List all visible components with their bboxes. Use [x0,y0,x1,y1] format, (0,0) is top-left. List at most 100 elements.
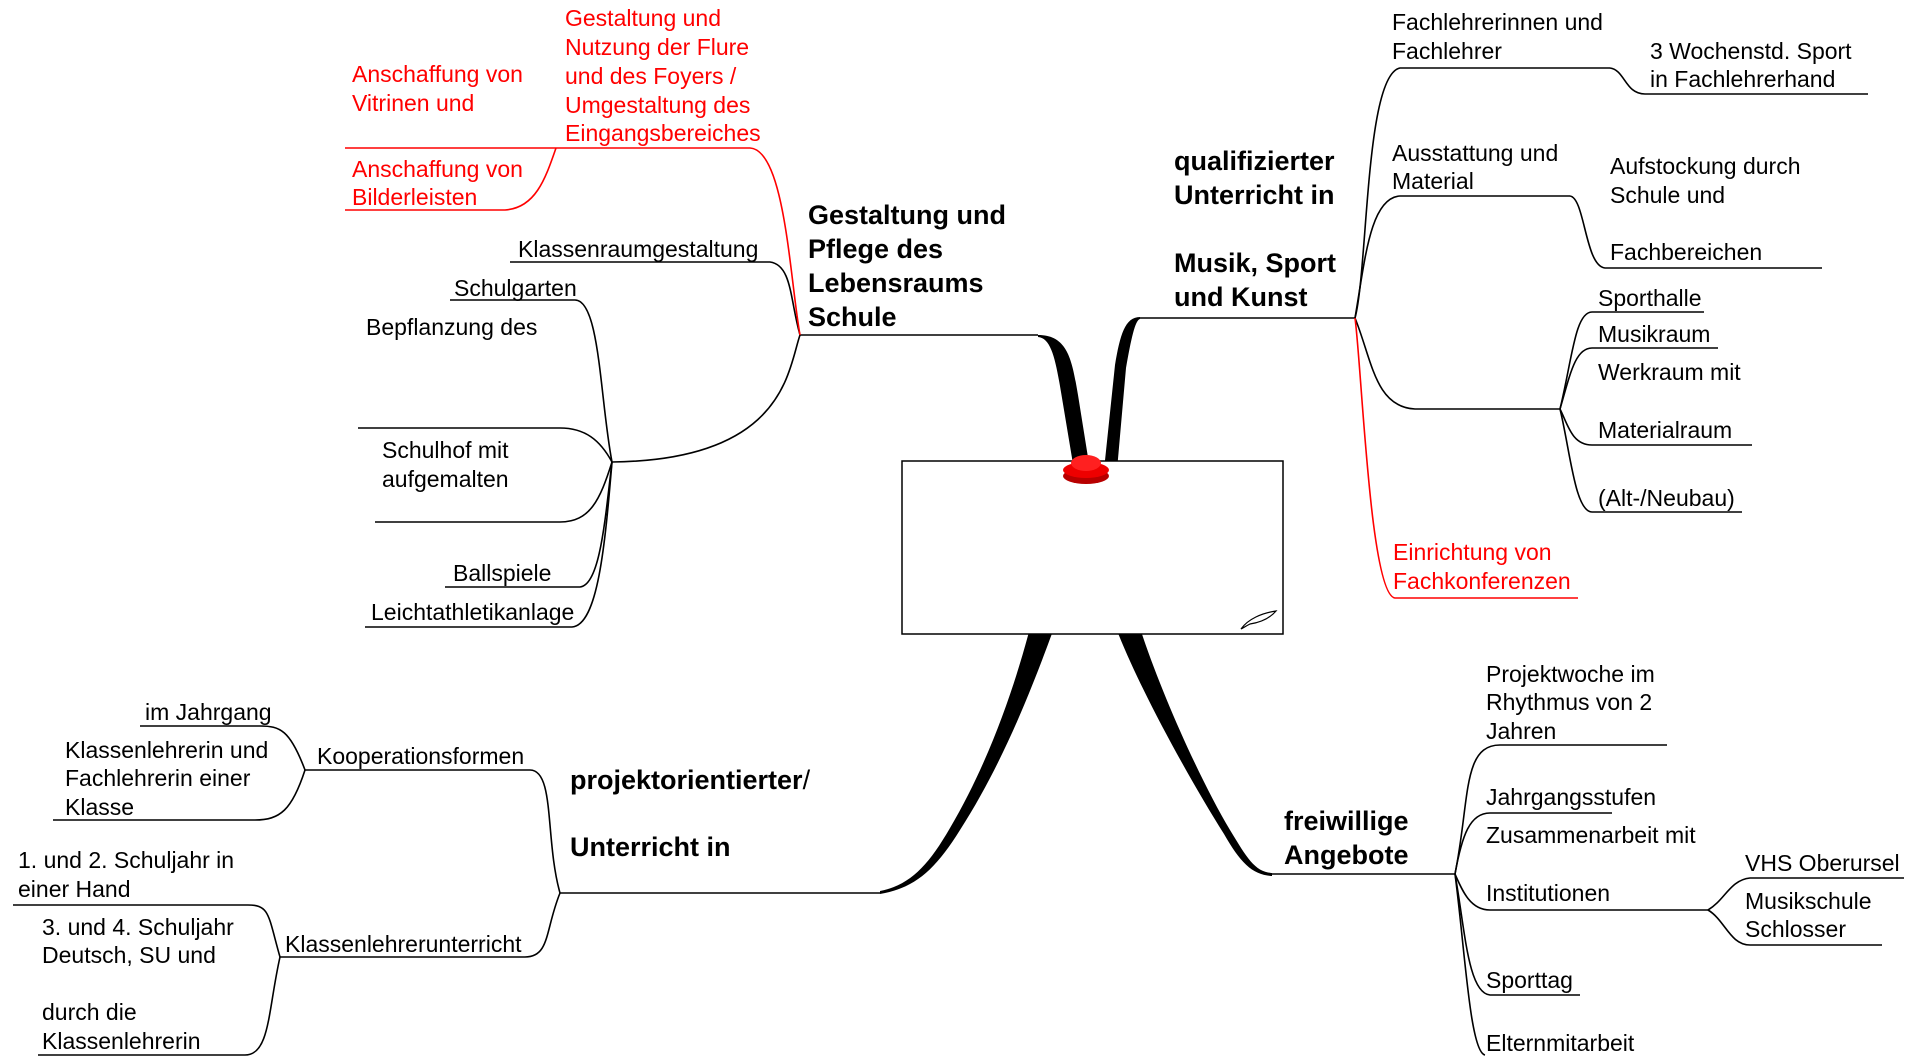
node-klassenlehrerin-line3: Klasse [65,794,135,820]
node-ausstattung-line2: Material [1392,168,1474,194]
node-projektwoche-line3: Jahren [1486,718,1557,744]
main-branch-qualifiziert [1104,317,1140,470]
node-fachlehrer-line2: Fachlehrer [1392,38,1502,64]
connector-hub-gestaltung [611,334,801,463]
main-branch-projekt [880,628,1054,894]
node-schulhof-line1: Schulhof mit [382,437,509,463]
connector-elternmitarbeit [1454,873,1486,1056]
node-bepflanzung: Bepflanzung des [366,314,538,340]
connector-projektwoche [1454,744,1667,875]
connector-sporttag [1454,873,1580,996]
node-elternmitarbeit: Elternmitarbeit [1486,1030,1635,1056]
connector-klassenlehrerin [53,769,306,821]
node-flure-line3: und des Foyers / [565,63,737,89]
node-schuljahr12-line1: 1. und 2. Schuljahr in [18,847,235,873]
connector-fachkonferenzen [1354,317,1578,599]
node-sporthalle: Sporthalle [1598,285,1702,311]
connector-schuljahr12 [13,904,281,958]
connector-schulhof-bottom [375,461,613,523]
projekt-title-slash: / [802,765,811,795]
node-wochenstd-line1: 3 Wochenstd. Sport [1650,38,1852,64]
branch-title-qualifiziert-line1: qualifizierter [1174,146,1335,176]
branch-title-qualifiziert-line3: Musik, Sport [1174,248,1337,278]
node-schuljahr34-line1: 3. und 4. Schuljahr [42,914,234,940]
branch-title-projekt-line2: Unterricht in [570,832,731,862]
connector-vitrinen [345,147,557,211]
node-flure-line1: Gestaltung und [565,5,722,31]
node-schulgarten: Schulgarten [454,275,577,301]
node-materialraum: Materialraum [1598,417,1733,443]
branch-title-gestaltung-line1: Gestaltung und [808,200,1006,230]
node-zusammenarbeit: Zusammenarbeit mit [1486,822,1696,848]
node-ballspiele: Ballspiele [453,560,552,586]
connector-kooperation [305,769,561,894]
connector-sporthalle [1559,311,1704,410]
node-vhs-oberursel: VHS Oberursel [1745,850,1900,876]
node-fachbereichen: Fachbereichen [1610,239,1763,265]
branch-title-freiwillig-line1: freiwillige [1284,806,1409,836]
node-schuljahr34-line2: Deutsch, SU und [42,942,216,968]
node-flure-line2: Nutzung der Flure [565,34,750,60]
connector-durchdie [38,956,281,1056]
branch-title-gestaltung-line3: Lebensraums [808,268,984,298]
node-durchdie-line2: Klassenlehrerin [42,1028,201,1054]
projekt-title-text: projektorientierter [570,765,803,795]
branch-title-qualifiziert-line2: Unterricht in [1174,180,1335,210]
connector-leichtathletik [365,461,613,628]
node-musikschule-line2: Schlosser [1745,916,1846,942]
node-klassenraumgestaltung: Klassenraumgestaltung [518,236,759,262]
branch-title-gestaltung-line4: Schule [808,302,897,332]
node-klassenlehrerin-line1: Klassenlehrerin und [65,737,269,763]
node-aufstockung-line1: Aufstockung durch [1610,153,1801,179]
node-fachkonferenzen-line1: Einrichtung von [1393,539,1552,565]
node-klassenlehrerin-line2: Fachlehrerin einer [65,765,251,791]
connector-ausstattung [1354,195,1570,319]
node-durchdie-line1: durch die [42,999,137,1025]
connector-musikraum [1559,347,1718,410]
branch-title-gestaltung-line2: Pflege des [808,234,944,264]
red-pushpin-icon [1063,455,1109,484]
connector-institutionen [1454,873,1708,911]
connector-materialraum [1559,408,1752,446]
node-projektwoche-line2: Rhythmus von 2 [1486,689,1653,715]
node-fachlehrer-line1: Fachlehrerinnen und [1392,9,1603,35]
connector-vhs [1707,877,1904,911]
node-wochenstd-line2: in Fachlehrerhand [1650,66,1836,92]
connector-klassenraum [510,261,801,336]
node-klassenlehrerunterricht: Klassenlehrerunterricht [285,931,522,957]
branch-title-freiwillig-line2: Angebote [1284,840,1409,870]
node-kooperationsformen: Kooperationsformen [317,743,525,769]
connector-musikschule [1707,909,1882,946]
node-schulhof-line2: aufgemalten [382,466,509,492]
connector-jahrgang [140,725,306,771]
node-musikschule-line1: Musikschule [1745,888,1872,914]
connector-schulgarten [450,299,613,463]
node-flure-line4: Umgestaltung des [565,92,751,118]
connector-wochenstd [1609,67,1868,95]
node-altneubau: (Alt-/Neubau) [1598,485,1735,511]
connector-altneubau [1559,408,1742,513]
node-institutionen: Institutionen [1486,880,1611,906]
node-flure-line5: Eingangsbereiches [565,120,761,146]
node-jahrgangsstufen: Jahrgangsstufen [1486,784,1657,810]
node-vitrinen-line1: Anschaffung von [352,61,523,87]
node-bilderleisten-line1: Anschaffung von [352,156,523,182]
connector-raeume-hub [1354,317,1560,410]
node-musikraum: Musikraum [1598,321,1711,347]
node-schuljahr12-line2: einer Hand [18,876,131,902]
node-bilderleisten-line2: Bilderleisten [352,184,478,210]
node-werkraum: Werkraum mit [1598,359,1741,385]
node-aufstockung-line2: Schule und [1610,182,1726,208]
node-sporttag: Sporttag [1486,967,1573,993]
branch-title-projekt-line1: projektorientierter/ [570,763,810,797]
node-projektwoche-line1: Projektwoche im [1486,661,1655,687]
connector-klassenlehrerunterricht [280,892,561,958]
node-leichtathletikanlage: Leichtathletikanlage [371,599,575,625]
connector-flure [556,147,801,336]
central-topic-card [901,460,1284,635]
main-branch-gestaltung [1038,335,1090,470]
connector-jahrgangsstufen [1454,812,1612,875]
connector-aufstockung-fach [1569,195,1822,269]
node-im-jahrgang: im Jahrgang [145,699,272,725]
node-vitrinen-line2: Vitrinen und [352,90,475,116]
